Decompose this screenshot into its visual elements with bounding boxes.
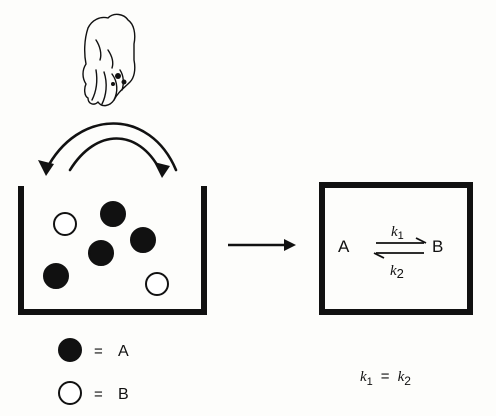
legend-equals: = — [94, 343, 103, 360]
legend-item-a: = A — [58, 338, 129, 362]
legend: = A = B — [58, 338, 129, 405]
legend-equals: = — [94, 386, 103, 403]
arc-arrowheads — [38, 160, 170, 178]
outer-arc-arrowhead — [38, 160, 54, 176]
hand-icon — [82, 13, 136, 107]
ball-a — [88, 240, 114, 266]
filled-circle-icon — [58, 338, 82, 362]
ball-b — [145, 272, 169, 296]
forward-arrowhead — [415, 237, 427, 244]
reaction-box — [319, 182, 473, 315]
outer-arc — [44, 122, 178, 172]
reverse-rate-label: k2 — [390, 263, 404, 281]
reverse-arrowhead — [373, 252, 385, 259]
beaker-balls — [43, 201, 169, 296]
species-b-label: B — [432, 237, 443, 256]
ball-a — [100, 201, 126, 227]
ball-a — [130, 227, 156, 253]
rate-equality: k1=k2 — [360, 368, 411, 388]
inner-arc — [68, 137, 162, 172]
hand-shading — [111, 73, 127, 86]
open-circle-icon — [58, 381, 82, 405]
ball-b — [53, 212, 77, 236]
ball-a — [43, 263, 69, 289]
legend-label-b: B — [118, 386, 129, 403]
shaking-arcs — [44, 122, 178, 172]
species-a-label: A — [338, 237, 350, 256]
legend-item-b: = B — [58, 381, 129, 405]
forward-rate-label: k1 — [391, 224, 404, 242]
beaker — [18, 186, 207, 315]
process-arrow — [228, 239, 296, 251]
inner-arc-arrowhead — [154, 162, 170, 178]
equilibrium-arrows — [373, 237, 427, 259]
legend-label-a: A — [118, 343, 129, 360]
